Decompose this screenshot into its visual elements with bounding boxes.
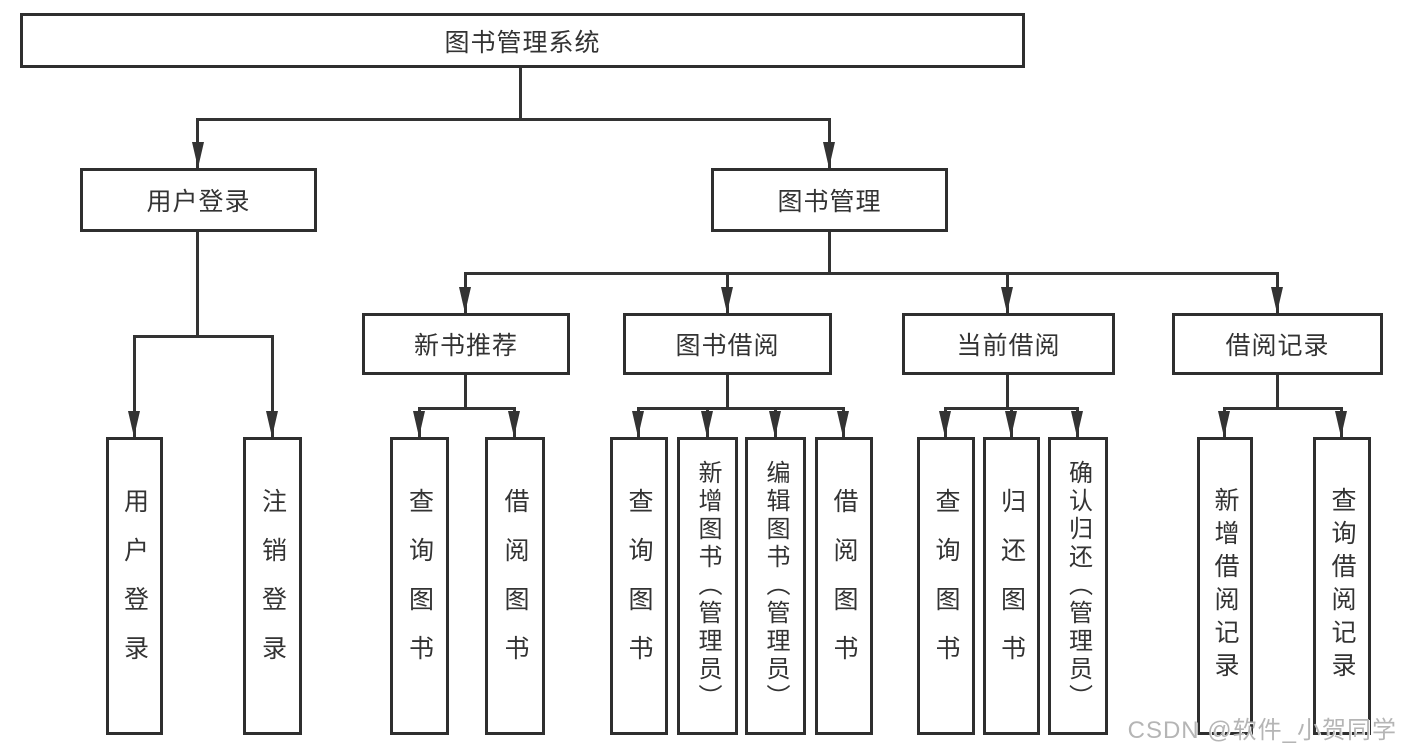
leaf-confirm-return-admin: 确认归还（管理员） <box>1048 437 1108 735</box>
leaf-return-books: 归还图书 <box>983 437 1040 735</box>
arrow-down-icon <box>632 411 644 437</box>
arrow-down-icon <box>837 411 849 437</box>
arrow-down-icon <box>1001 287 1013 313</box>
arrow-down-icon <box>128 411 140 437</box>
connector-user-login-stem <box>196 232 199 335</box>
connector-drop-leaf <box>133 335 136 437</box>
node-current-borrowing: 当前借阅 <box>902 313 1115 375</box>
arrow-down-icon <box>1071 411 1083 437</box>
arrow-down-icon <box>769 411 781 437</box>
connector-level2-bar <box>196 118 831 121</box>
arrow-down-icon <box>459 287 471 313</box>
arrow-down-icon <box>701 411 713 437</box>
leaf-query-borrow-record: 查询借阅记录 <box>1313 437 1371 735</box>
arrow-down-icon <box>266 411 278 437</box>
connector-book-borrowing-bar <box>637 407 845 410</box>
connector-new-book-stem <box>464 375 467 407</box>
node-book-borrowing: 图书借阅 <box>623 313 832 375</box>
connector-book-management-stem <box>828 232 831 272</box>
leaf-query-books-recommend: 查询图书 <box>390 437 449 735</box>
connector-new-book-bar <box>418 407 516 410</box>
connector-user-login-bar <box>133 335 274 338</box>
arrow-down-icon <box>508 411 520 437</box>
connector-book-borrowing-stem <box>726 375 729 407</box>
arrow-down-icon <box>1218 411 1230 437</box>
leaf-query-books-current: 查询图书 <box>917 437 975 735</box>
connector-current-borrowing-stem <box>1006 375 1009 407</box>
node-root: 图书管理系统 <box>20 13 1025 68</box>
node-new-book-recommend: 新书推荐 <box>362 313 570 375</box>
arrow-down-icon <box>413 411 425 437</box>
leaf-query-books-borrowing: 查询图书 <box>610 437 668 735</box>
arrow-down-icon <box>721 287 733 313</box>
leaf-add-borrow-record: 新增借阅记录 <box>1197 437 1253 735</box>
arrow-down-icon <box>823 142 835 168</box>
csdn-watermark: CSDN @软件_小贺同学 <box>1127 717 1397 744</box>
connector-borrowing-records-stem <box>1276 375 1279 407</box>
connector-borrowing-records-bar <box>1223 407 1343 410</box>
arrow-down-icon <box>1335 411 1347 437</box>
leaf-add-books-admin: 新增图书（管理员） <box>677 437 738 735</box>
leaf-user-login: 用户登录 <box>106 437 163 735</box>
node-borrowing-records: 借阅记录 <box>1172 313 1383 375</box>
arrow-down-icon <box>1005 411 1017 437</box>
node-user-login: 用户登录 <box>80 168 317 232</box>
arrow-down-icon <box>192 142 204 168</box>
leaf-edit-books-admin: 编辑图书（管理员） <box>745 437 806 735</box>
leaf-borrow-books-recommend: 借阅图书 <box>485 437 545 735</box>
connector-drop-leaf <box>271 335 274 437</box>
arrow-down-icon <box>939 411 951 437</box>
node-book-management: 图书管理 <box>711 168 948 232</box>
connector-root-stem <box>519 68 522 118</box>
arrow-down-icon <box>1271 287 1283 313</box>
connector-level3-bar <box>464 272 1279 275</box>
leaf-borrow-books: 借阅图书 <box>815 437 873 735</box>
leaf-logout: 注销登录 <box>243 437 302 735</box>
